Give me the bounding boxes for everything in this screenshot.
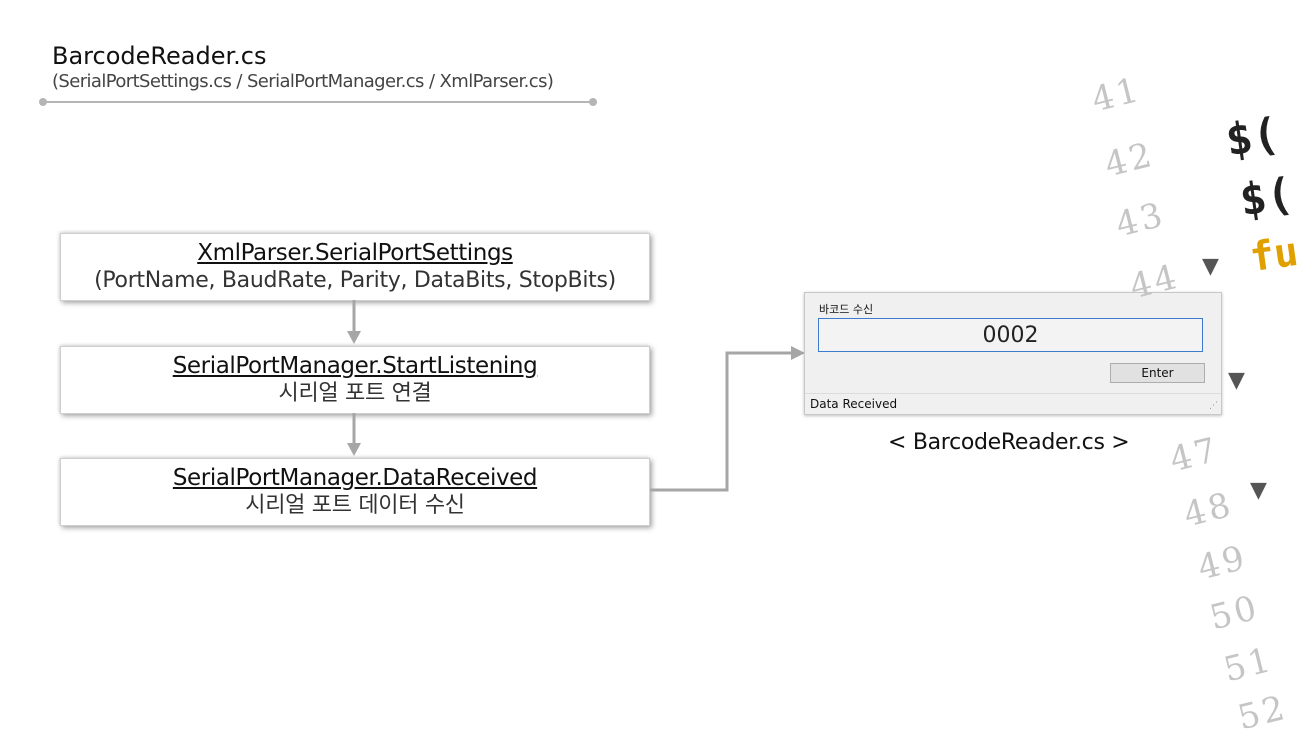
status-bar: Data Received ⋰ <box>805 393 1221 414</box>
resize-grip-icon[interactable]: ⋰ <box>1209 401 1218 411</box>
page-title: BarcodeReader.cs <box>52 42 267 70</box>
connector-line <box>650 351 792 492</box>
app-caption: < BarcodeReader.cs > <box>888 430 1130 455</box>
group-label: 바코드 수신 <box>819 303 874 316</box>
arrow-right-icon <box>791 346 805 360</box>
arrow-down-icon <box>347 443 361 456</box>
flow-step-title: SerialPortManager.StartListening <box>172 353 538 379</box>
flow-step-serial-port-settings: XmlParser.SerialPortSettings (PortName, … <box>60 233 650 301</box>
flow-connectors <box>347 300 805 492</box>
page-subtitle: (SerialPortSettings.cs / SerialPortManag… <box>52 71 554 92</box>
status-text: Data Received <box>810 397 898 411</box>
arrow-down-icon <box>347 331 361 344</box>
flow-step-desc: 시리얼 포트 연결 <box>278 381 432 406</box>
enter-button[interactable]: Enter <box>1110 363 1205 383</box>
flow-step-title: SerialPortManager.DataReceived <box>172 465 538 491</box>
flow-step-desc: 시리얼 포트 데이터 수신 <box>245 493 465 518</box>
flow-step-data-received: SerialPortManager.DataReceived 시리얼 포트 데이… <box>60 458 650 526</box>
flow-step-desc: (PortName, BaudRate, Parity, DataBits, S… <box>94 268 616 293</box>
barcode-input[interactable] <box>818 318 1203 352</box>
flow-step-start-listening: SerialPortManager.StartListening 시리얼 포트 … <box>60 346 650 414</box>
flow-step-title: XmlParser.SerialPortSettings <box>197 240 513 266</box>
barcode-reader-window: 바코드 수신 Enter Data Received ⋰ <box>804 292 1222 415</box>
title-divider <box>39 98 597 106</box>
